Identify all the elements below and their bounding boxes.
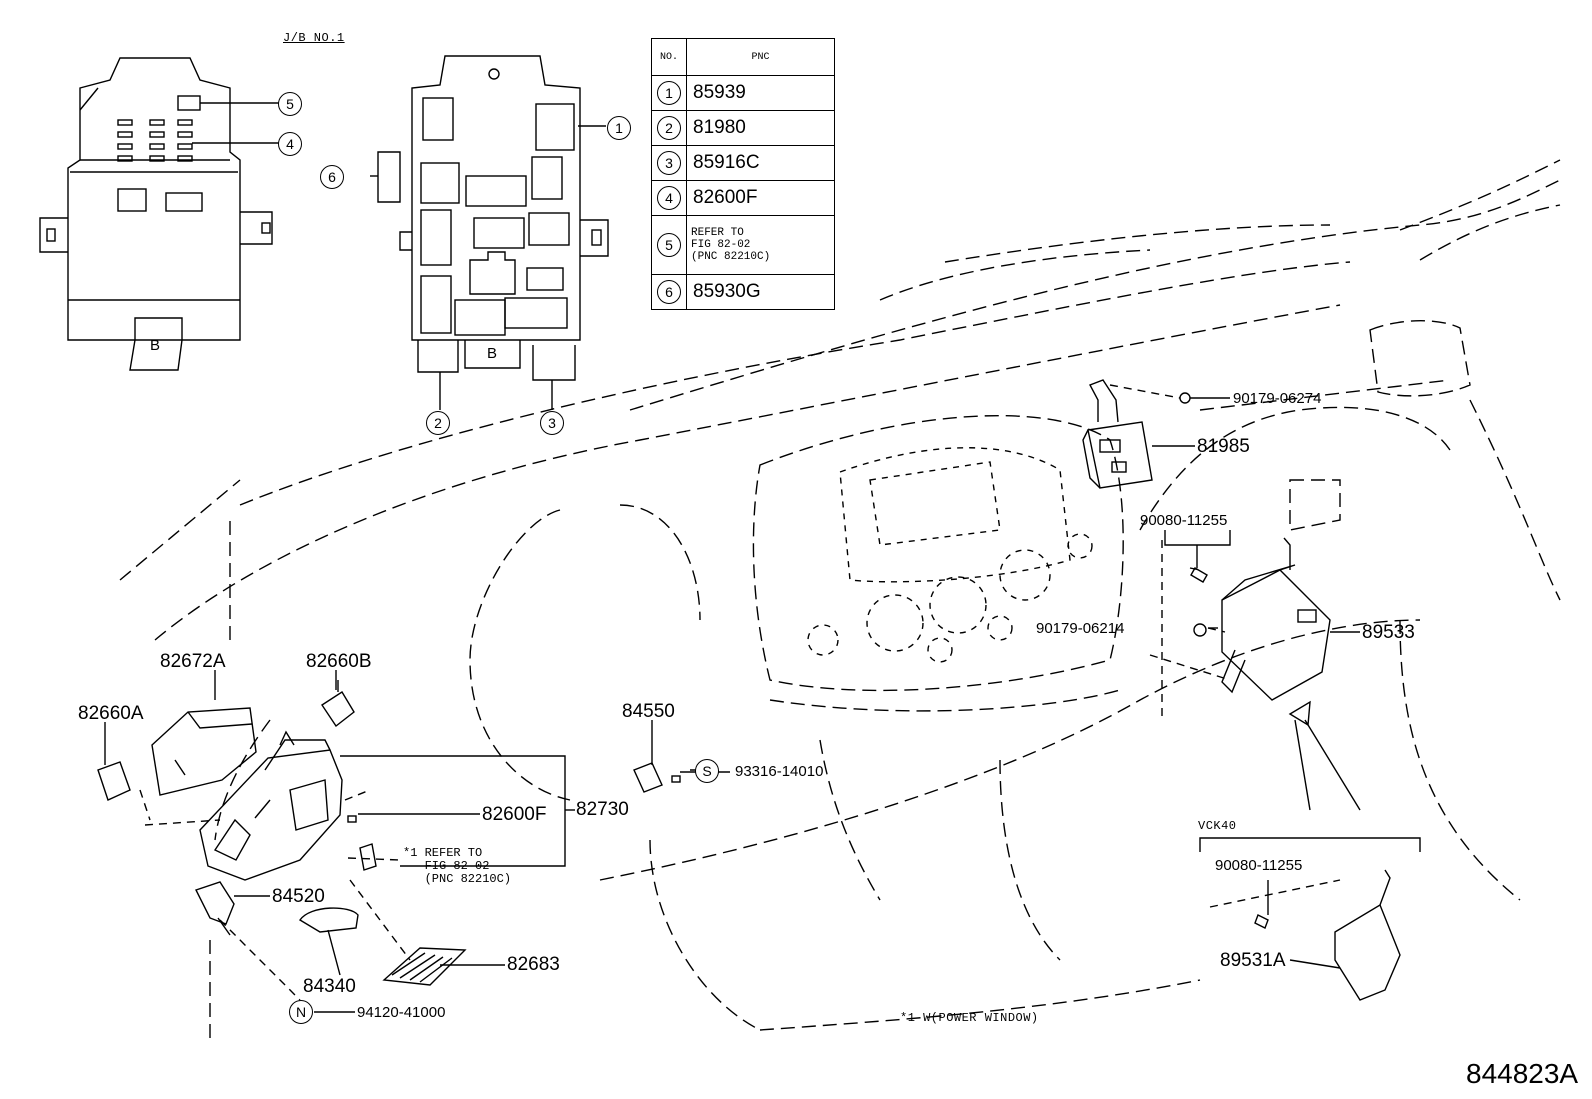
callout-6: 6	[320, 165, 344, 189]
callout-5: 5	[278, 92, 302, 116]
switch-84520	[195, 881, 235, 936]
part-82660b	[321, 680, 355, 728]
part-label-90080-11255-top: 90080-11255	[1140, 512, 1228, 529]
box-b-label-left: B	[150, 337, 161, 354]
screw-93316	[671, 775, 681, 783]
part-label-82730: 82730	[576, 799, 629, 820]
ecu-89531a	[1254, 869, 1401, 1001]
table-row: 4 82600F	[651, 180, 835, 216]
part-label-89533: 89533	[1362, 622, 1415, 643]
junction-block-rear-view	[39, 57, 280, 371]
box-b-label-right: B	[487, 345, 498, 362]
table-row: 5 REFER TO FIG 82-02 (PNC 82210C)	[651, 215, 835, 275]
part-label-94120-41000: 94120-41000	[357, 1004, 446, 1021]
marker-n: N	[289, 1000, 313, 1024]
row-pnc: REFER TO FIG 82-02 (PNC 82210C)	[686, 215, 835, 275]
part-82600f-relay	[359, 843, 377, 871]
part-label-82600f: 82600F	[482, 804, 547, 825]
part-label-84340: 84340	[303, 976, 356, 997]
arrow-up	[1288, 700, 1361, 811]
row-number: 5	[657, 233, 681, 257]
row-number: 1	[657, 81, 681, 105]
marker-s: S	[695, 759, 719, 783]
part-label-90179-06214: 90179-06214	[1036, 620, 1125, 637]
switch-84340	[299, 907, 359, 933]
vck40-bracket	[1199, 837, 1421, 852]
table-header-pnc: PNC	[686, 38, 835, 76]
part-label-93316-14010: 93316-14010	[735, 763, 824, 780]
center-cluster-outline	[807, 447, 1093, 663]
row-pnc: 81980	[686, 110, 835, 146]
junction-block-front-view	[370, 55, 609, 410]
part-label-82683: 82683	[507, 954, 560, 975]
row-number: 2	[657, 116, 681, 140]
switch-assy-82730	[199, 730, 357, 881]
refer-note: *1 REFER TO FIG 82-02 (PNC 82210C)	[403, 846, 512, 886]
row-number: 3	[657, 151, 681, 175]
footnote: *1 W(POWER WINDOW)	[900, 1011, 1039, 1025]
part-label-84550: 84550	[622, 701, 675, 722]
callout-leaders	[104, 397, 1360, 1013]
table-row: 6 85930G	[651, 274, 835, 310]
leader-lines	[139, 384, 1341, 1001]
part-label-84520: 84520	[272, 886, 325, 907]
pnc-table: NO. PNC 1 85939 2 81980 3 85916C 4 82600…	[651, 38, 835, 310]
part-label-90179-06274: 90179-06274	[1233, 390, 1322, 407]
table-row: 2 81980	[651, 110, 835, 146]
row-pnc: 82600F	[686, 180, 835, 216]
part-label-89531a: 89531A	[1220, 950, 1286, 971]
table-row: 3 85916C	[651, 145, 835, 181]
row-pnc: 85916C	[686, 145, 835, 181]
diagram-id: 844823A	[1466, 1058, 1579, 1089]
vck40-label: VCK40	[1198, 819, 1237, 833]
row-number: 4	[657, 186, 681, 210]
row-pnc: 85930G	[686, 274, 835, 310]
part-82660a	[97, 761, 131, 801]
mat-82683	[382, 947, 467, 986]
part-label-90080-11255-bottom: 90080-11255	[1215, 857, 1303, 874]
row-number: 6	[657, 280, 681, 304]
cover-82672a	[151, 707, 257, 796]
ecu-89533	[1190, 537, 1331, 701]
instrument-panel-outline	[119, 159, 1561, 1040]
jb-title: J/B NO.1	[283, 31, 345, 45]
part-label-82660b: 82660B	[306, 651, 372, 672]
table-header-no: NO.	[651, 38, 687, 76]
callout-4: 4	[278, 132, 302, 156]
callout-1: 1	[607, 116, 631, 140]
callout-2: 2	[426, 411, 450, 435]
row-pnc: 85939	[686, 75, 835, 111]
table-row: 1 85939	[651, 75, 835, 111]
part-label-82660a: 82660A	[78, 703, 144, 724]
part-84550	[633, 762, 663, 793]
callout-3: 3	[540, 411, 564, 435]
part-label-81985: 81985	[1197, 436, 1250, 457]
part-label-82672a: 82672A	[160, 651, 226, 672]
